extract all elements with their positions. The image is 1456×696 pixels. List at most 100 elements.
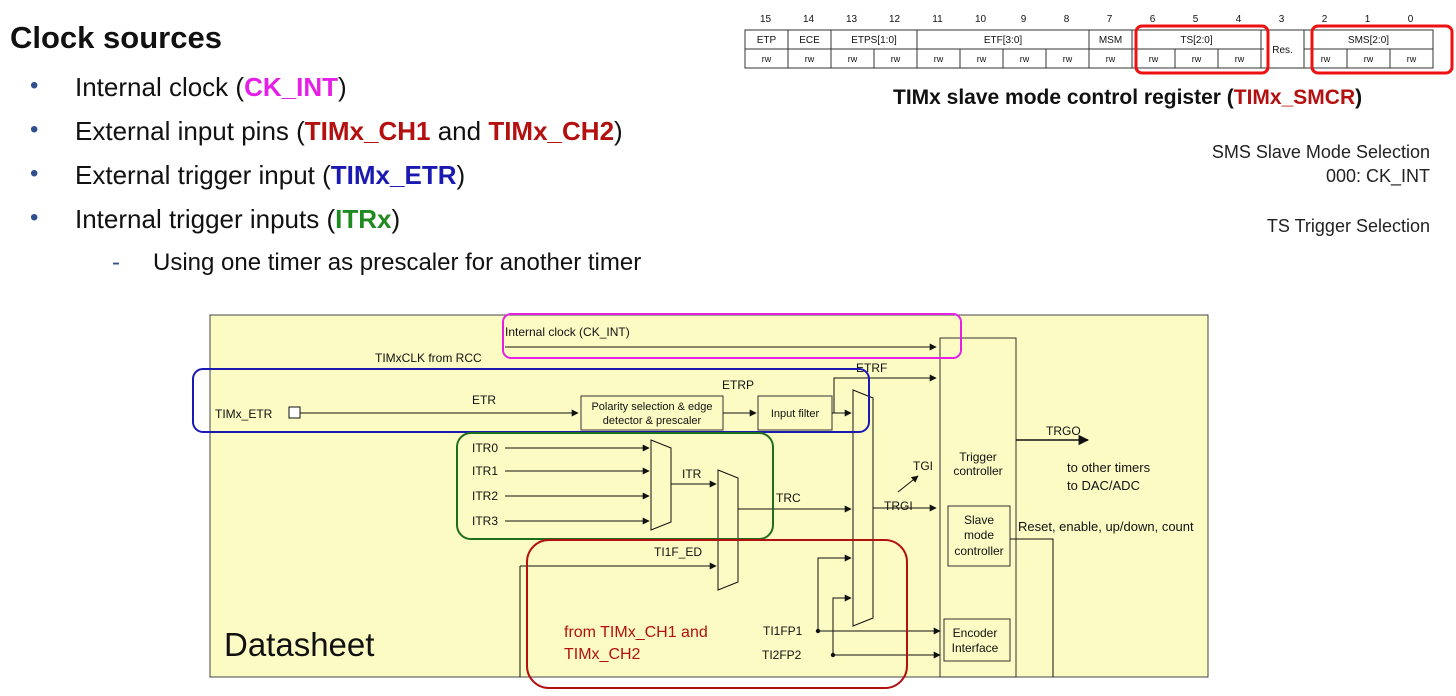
- register-access-label: rw: [1063, 54, 1073, 64]
- svg-text:ITR: ITR: [682, 467, 702, 481]
- register-access-label: rw: [1149, 54, 1159, 64]
- ch1-highlight: TIMx_CH1: [304, 116, 431, 146]
- register-access-label: rw: [1407, 54, 1417, 64]
- register-field-label: ETF[3:0]: [984, 35, 1023, 46]
- polarity-selection-box: [580, 395, 724, 431]
- bit-number-label: 2: [1322, 14, 1328, 25]
- itr-mux: [650, 439, 672, 531]
- register-access-cell: [1389, 48, 1434, 69]
- svg-text:TRGI: TRGI: [884, 499, 913, 513]
- register-title: TIMx slave mode control register (TIMx_S…: [893, 86, 1363, 109]
- trgi-mux: [852, 389, 874, 627]
- svg-text:to DAC/ADC: to DAC/ADC: [1067, 478, 1140, 493]
- svg-text:ITR3: ITR3: [472, 514, 498, 528]
- encoder-interface-box: [943, 618, 1011, 662]
- svg-text:ETRF: ETRF: [856, 361, 887, 375]
- bullet-dot-icon: •: [30, 204, 39, 231]
- svg-text:Reset, enable, up/down, count: Reset, enable, up/down, count: [1018, 519, 1194, 534]
- register-access-label: rw: [1321, 54, 1331, 64]
- from-channels-label: from TIMx_CH1 and TIMx_CH2: [564, 624, 708, 663]
- register-access-label: rw: [805, 54, 815, 64]
- register-access-label: rw: [1106, 54, 1116, 64]
- dash-icon: -: [112, 249, 120, 276]
- svg-text:TRGO: TRGO: [1046, 424, 1081, 438]
- svg-text:ETRP: ETRP: [722, 378, 754, 392]
- svg-text:ETR: ETR: [472, 393, 496, 407]
- diagram-background: [209, 314, 1209, 678]
- trigger-label: Trigger: [959, 450, 997, 464]
- register-field-label: SMS[2:0]: [1348, 35, 1389, 46]
- bit-number-label: 9: [1021, 14, 1027, 25]
- svg-text:mode: mode: [964, 528, 994, 542]
- bit-number-label: 6: [1150, 14, 1156, 25]
- bit-number-label: 3: [1279, 14, 1285, 25]
- register-access-label: rw: [891, 54, 901, 64]
- page-title: Clock sources: [10, 20, 222, 55]
- bit-number-label: 0: [1408, 14, 1414, 25]
- bit-number-label: 10: [975, 14, 987, 25]
- trc-mux: [717, 469, 739, 591]
- register-access-label: rw: [977, 54, 987, 64]
- slave-mode-controller-box: [947, 505, 1011, 567]
- svg-text:detector & prescaler: detector & prescaler: [603, 415, 702, 427]
- bit-number-label: 7: [1107, 14, 1113, 25]
- bit-number-label: 5: [1193, 14, 1199, 25]
- bit-number-label: 1: [1365, 14, 1371, 25]
- datasheet-label: Datasheet: [224, 626, 375, 663]
- svg-text:TI1FP1: TI1FP1: [763, 624, 803, 638]
- svg-text:controller: controller: [954, 544, 1003, 558]
- register-field-label: TS[2:0]: [1180, 35, 1212, 46]
- register-field-label: MSM: [1099, 35, 1122, 46]
- register-access-label: rw: [848, 54, 858, 64]
- timx-etr-pin-label: TIMx_ETR: [215, 407, 273, 421]
- register-access-label: rw: [934, 54, 944, 64]
- bit-number-label: 12: [889, 14, 901, 25]
- register-field-label: Res.: [1272, 45, 1293, 56]
- etr-pin-icon: [288, 406, 301, 419]
- svg-text:ITR1: ITR1: [472, 464, 498, 478]
- svg-text:Polarity selection & edge: Polarity selection & edge: [591, 401, 712, 413]
- bullet-dot-icon: •: [30, 116, 39, 143]
- bit-number-label: 8: [1064, 14, 1070, 25]
- bullet-dot-icon: •: [30, 72, 39, 99]
- svg-text:Input filter: Input filter: [771, 408, 820, 420]
- bit-number-label: 13: [846, 14, 858, 25]
- svg-text:TI2FP2: TI2FP2: [762, 648, 802, 662]
- svg-text:ITR0: ITR0: [472, 441, 498, 455]
- svg-text:TI1F_ED: TI1F_ED: [654, 545, 702, 559]
- bit-number-label: 15: [760, 14, 772, 25]
- register-cells: ETP rw ECE rw ETPS[1:0] rw rw ETF[3:0] rw rw rw rw M…: [744, 29, 1434, 69]
- register-access-label: rw: [1192, 54, 1202, 64]
- register-access-label: rw: [1364, 54, 1374, 64]
- svg-text:ITR2: ITR2: [472, 489, 498, 503]
- sms-value-note: 000: CK_INT: [1325, 166, 1430, 186]
- sms-highlight-box: [1310, 24, 1454, 75]
- bit-number-label: 4: [1236, 14, 1242, 25]
- ts-note: TS Trigger Selection: [1266, 216, 1430, 236]
- register-field-label: ETP: [757, 35, 777, 46]
- bullet-dot-icon: •: [30, 160, 39, 187]
- ck-int-signal-label: Internal clock (CK_INT): [505, 325, 630, 339]
- register-access-label: rw: [1020, 54, 1030, 64]
- ts-highlight-box: [1134, 24, 1270, 75]
- register-access-label: rw: [1235, 54, 1245, 64]
- register-field-label: ETPS[1:0]: [851, 35, 897, 46]
- register-field-label: ECE: [799, 35, 820, 46]
- input-filter-box: [757, 395, 833, 431]
- svg-text:Encoder: Encoder: [953, 626, 998, 640]
- timxclk-label: TIMxCLK from RCC: [375, 351, 482, 365]
- ck-int-highlight-box: [502, 313, 962, 359]
- channel-highlight-box: [526, 539, 908, 689]
- svg-text:TGI: TGI: [913, 459, 933, 473]
- sms-note: SMS Slave Mode Selection: [1211, 142, 1430, 162]
- itrx-highlight: ITRx: [335, 204, 392, 234]
- svg-text:Slave: Slave: [964, 513, 994, 527]
- bit-number-label: 11: [932, 14, 943, 25]
- ck-int-highlight: CK_INT: [244, 72, 338, 102]
- etr-highlight: TIMx_ETR: [330, 160, 457, 190]
- controller-label: controller: [953, 464, 1002, 478]
- bit-number-label: 14: [803, 14, 815, 25]
